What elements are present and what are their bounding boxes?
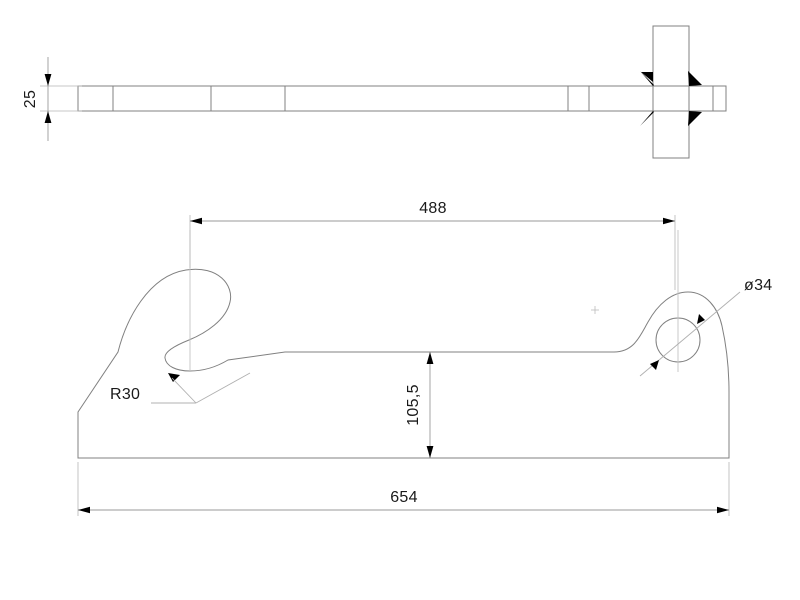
dia34-arrow-lower [650, 360, 659, 370]
top-view-rib-intersection-fill [654, 87, 688, 110]
thickness-arrow-bottom [44, 111, 52, 123]
dia34-arrow-upper [697, 314, 705, 324]
thickness-arrow-top [44, 74, 52, 86]
r30-leader-slant [195, 372, 251, 404]
section-arrow-bottom-left [640, 111, 654, 126]
section-arrow-top-left [641, 72, 653, 82]
dim1055-arrow-bottom [426, 446, 434, 458]
dim1055-arrow-top [426, 352, 434, 364]
dim654-arrow-right [717, 506, 729, 514]
dim488-arrow-left [190, 217, 202, 225]
thickness-dimension-label: 25 [22, 90, 39, 108]
top-view-group: 25 [22, 25, 727, 159]
section-arrow-bottom-right [688, 111, 702, 126]
dim654-arrow-left [78, 506, 90, 514]
upper-length-dimension-label: 488 [419, 200, 447, 217]
section-arrow-top-left-b [640, 71, 654, 86]
part-profile-outline [77, 268, 730, 459]
front-view-group: 488 654 105,5 R30 ø34 [77, 200, 772, 516]
radius-callout-label: R30 [110, 386, 140, 403]
centre-mark-icon [591, 306, 599, 314]
height-dimension-label: 105,5 [405, 384, 422, 426]
r30-leader-slant-2 [171, 377, 197, 404]
dim488-arrow-right [663, 217, 675, 225]
top-view-bar-outline [77, 85, 727, 112]
r30-leader-arrow [168, 373, 180, 382]
hole-diameter-callout-label: ø34 [744, 277, 772, 294]
overall-length-dimension-label: 654 [390, 489, 418, 506]
section-arrow-top-right [688, 71, 702, 86]
